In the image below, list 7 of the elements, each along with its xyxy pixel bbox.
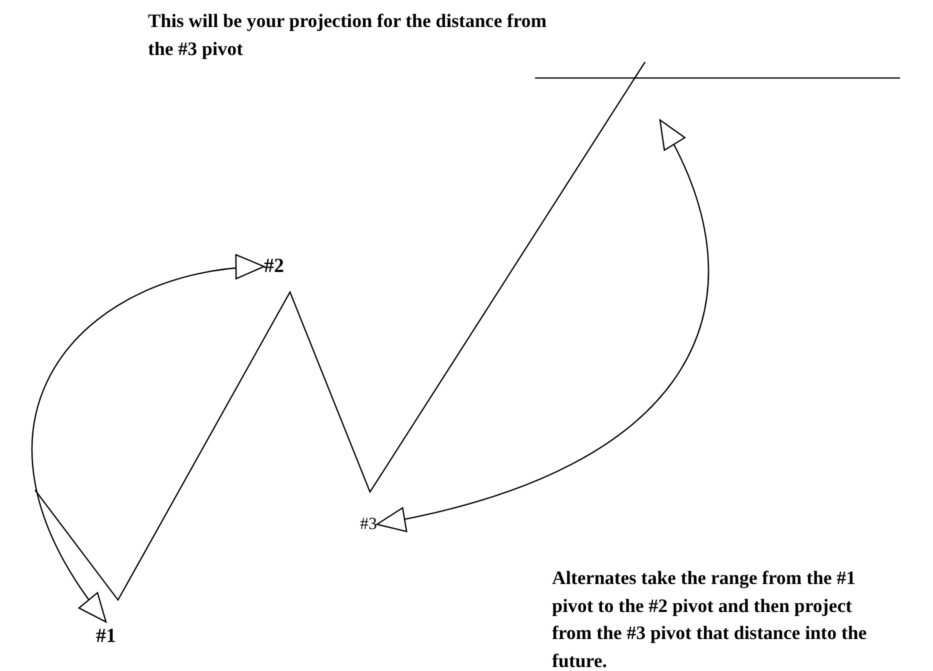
curved-arrow xyxy=(376,119,708,531)
note-text: Alternates take the range from the #1 pivot to the #2 pivot and then project from the #3 pivot that distance into the future. xyxy=(552,567,868,671)
curved-arrow xyxy=(32,256,265,623)
pivot-label: #3 xyxy=(360,512,377,537)
pivot-label: #2 xyxy=(264,252,284,281)
pivot-label: #1 xyxy=(96,622,116,651)
note-text: This will be your projection for the distance from the #3 pivot xyxy=(148,10,548,62)
